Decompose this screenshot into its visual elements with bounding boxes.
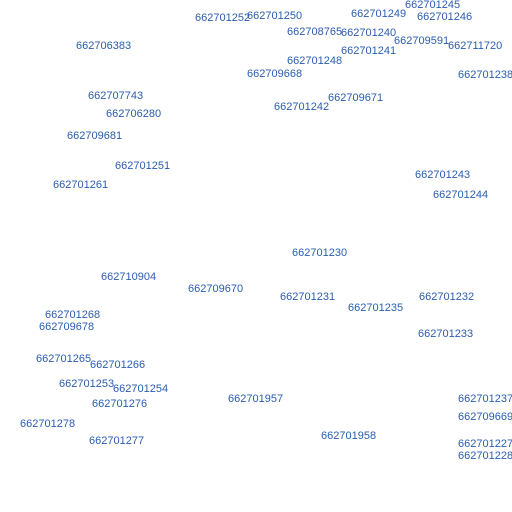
parcel-label[interactable]: 662701278	[20, 418, 76, 430]
parcel-label[interactable]: 662709670	[188, 283, 244, 295]
parcel-label[interactable]: 662709668	[247, 68, 303, 80]
parcel-label[interactable]: 662711720	[448, 40, 503, 52]
parcel-label[interactable]: 662701228	[458, 450, 512, 462]
parcel-label[interactable]: 662708765	[287, 26, 343, 38]
parcel-label[interactable]: 662701231	[280, 291, 336, 303]
parcel-label[interactable]: 662701268	[45, 309, 101, 321]
parcel-label[interactable]: 662701246	[417, 11, 473, 23]
parcel-label[interactable]: 662701254	[113, 383, 169, 395]
parcel-label[interactable]: 662709681	[67, 130, 123, 142]
parcel-label[interactable]: 662701250	[247, 10, 303, 22]
parcel-label[interactable]: 662710904	[101, 271, 157, 283]
parcel-label[interactable]: 662701241	[341, 45, 397, 57]
parcel-label[interactable]: 662709678	[39, 321, 95, 333]
parcel-label[interactable]: 662701240	[341, 27, 397, 39]
parcel-label[interactable]: 662709669	[458, 411, 512, 423]
parcel-label[interactable]: 662701245	[405, 0, 461, 11]
parcel-label[interactable]: 662701238	[458, 69, 512, 81]
parcel-label[interactable]: 662701251	[115, 160, 171, 172]
parcel-label[interactable]: 662701957	[228, 393, 284, 405]
parcel-label[interactable]: 662701253	[59, 378, 115, 390]
parcel-label[interactable]: 662701237	[458, 393, 512, 405]
parcel-label[interactable]: 662701252	[195, 12, 251, 24]
parcel-label[interactable]: 662706280	[106, 108, 162, 120]
parcel-label[interactable]: 662701277	[89, 435, 145, 447]
parcel-label[interactable]: 662701958	[321, 430, 377, 442]
parcel-label[interactable]: 662707743	[88, 90, 144, 102]
parcel-label[interactable]: 662701266	[90, 359, 146, 371]
parcel-label[interactable]: 662701232	[419, 291, 475, 303]
parcel-label[interactable]: 662701265	[36, 353, 92, 365]
parcel-label[interactable]: 662701230	[292, 247, 348, 259]
parcel-label[interactable]: 662709671	[328, 92, 384, 104]
parcel-label[interactable]: 662706383	[76, 40, 132, 52]
parcel-label[interactable]: 662701261	[53, 179, 109, 191]
parcel-label[interactable]: 662701249	[351, 8, 407, 20]
parcel-label[interactable]: 662701233	[418, 328, 474, 340]
parcel-label[interactable]: 662701235	[348, 302, 404, 314]
parcel-label[interactable]: 662701243	[415, 169, 471, 181]
parcel-label[interactable]: 662701242	[274, 101, 330, 113]
parcel-label[interactable]: 662701227	[458, 438, 512, 450]
parcel-label[interactable]: 662709591	[394, 35, 450, 47]
parcel-label[interactable]: 662701276	[92, 398, 148, 410]
parcel-label[interactable]: 662701244	[433, 189, 489, 201]
parcel-label[interactable]: 662701248	[287, 55, 343, 67]
